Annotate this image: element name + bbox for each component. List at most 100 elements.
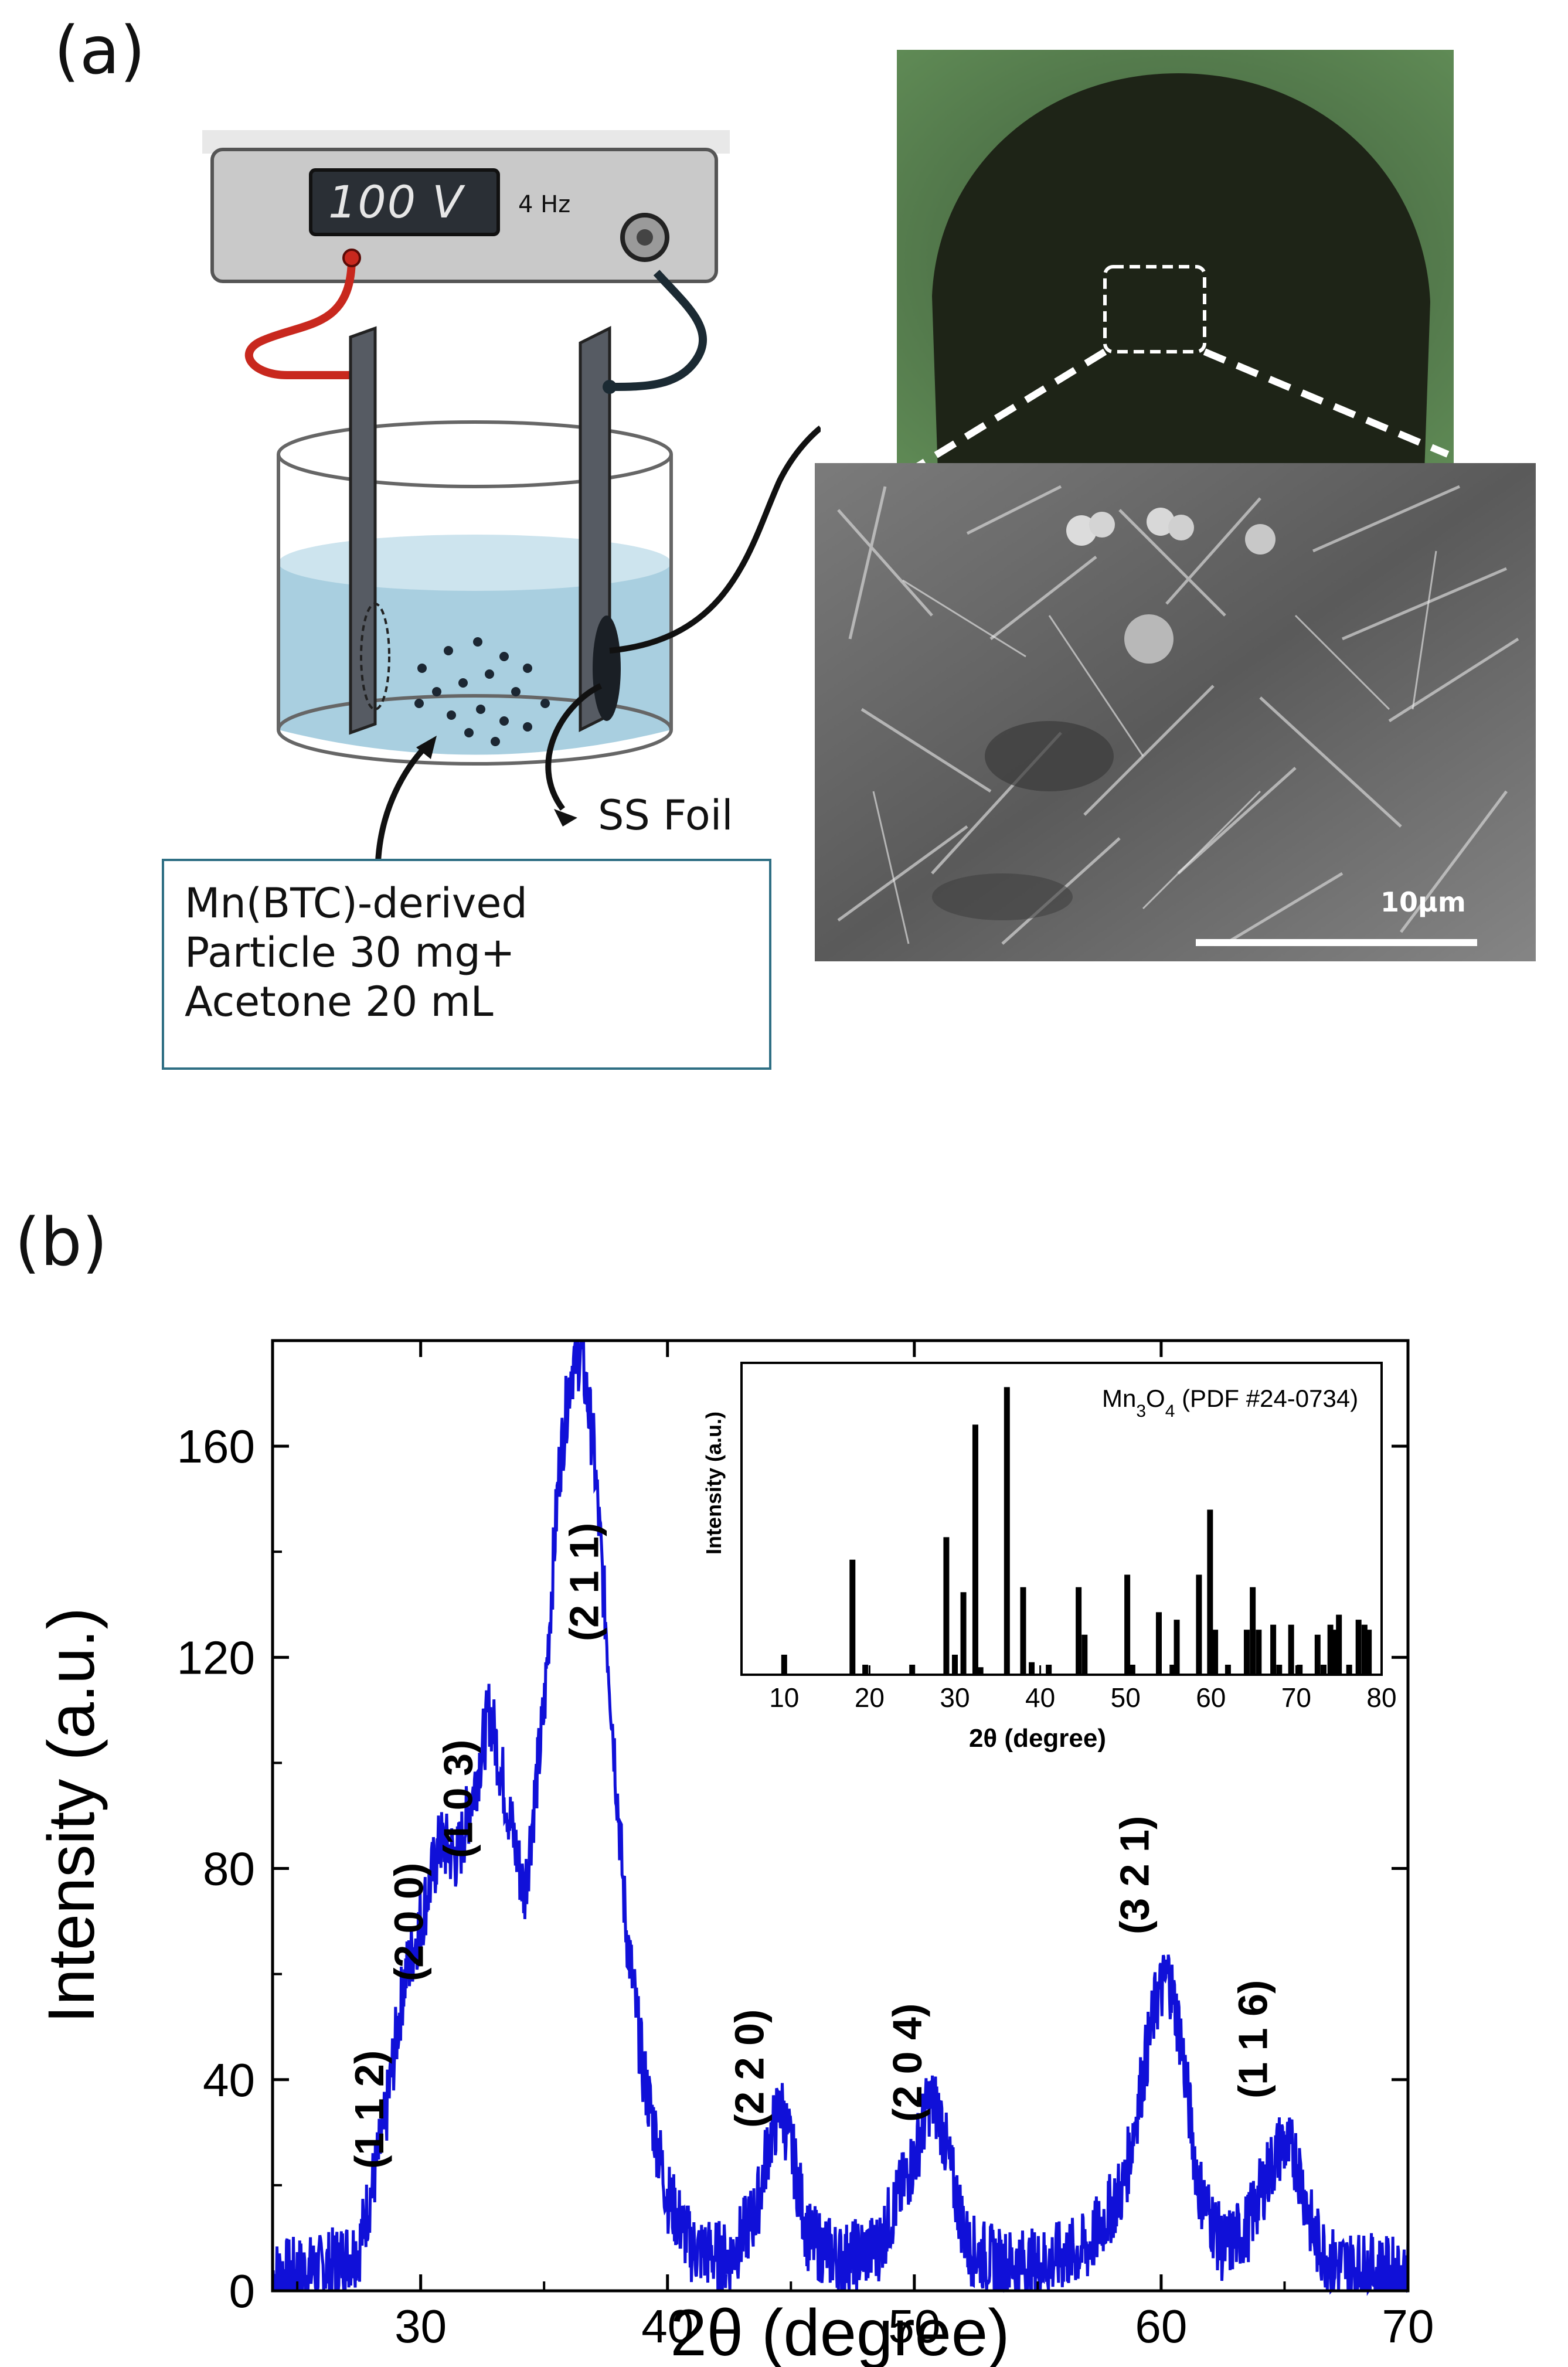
x-tick-label: 60	[1135, 2300, 1187, 2352]
red-cable	[244, 257, 356, 379]
inset-bar	[1250, 1587, 1256, 1675]
inset-bar	[1196, 1574, 1202, 1675]
inset-bar	[1225, 1664, 1231, 1675]
sem-scalebar-label: 10μm	[1380, 886, 1466, 918]
inset-x-tick-label: 80	[1366, 1682, 1396, 1713]
inset-bar	[1256, 1630, 1262, 1675]
inset-bar	[1346, 1664, 1352, 1675]
inset-bar	[1320, 1664, 1326, 1675]
inset-bar	[1355, 1620, 1362, 1675]
sem-scalebar	[1196, 939, 1477, 946]
inset-bar	[1124, 1574, 1131, 1675]
panel-a-label: (a)	[54, 13, 146, 89]
peak-label: (2 1 1)	[561, 1523, 607, 1641]
xrd-line	[271, 1339, 1410, 2297]
x-tick-label: 40	[641, 2300, 693, 2352]
inset-bar	[1212, 1630, 1219, 1675]
y-axis-label: Intensity (a.u.)	[35, 1607, 108, 2023]
panel-b-label: (b)	[15, 1205, 108, 1281]
peak-label: (2 0 4)	[885, 2004, 930, 2122]
inset-bar	[1243, 1630, 1250, 1675]
inset-bar	[1076, 1587, 1082, 1675]
inset-bar	[1361, 1624, 1368, 1675]
zoom-region	[1103, 265, 1206, 353]
inset-x-tick-label: 20	[855, 1682, 885, 1713]
peak-label: (1 1 6)	[1230, 1980, 1276, 2099]
x-tick-label: 70	[1382, 2300, 1434, 2352]
inset-bar	[1366, 1630, 1372, 1675]
inset-bar	[1288, 1624, 1294, 1675]
y-tick-label: 40	[203, 2054, 255, 2106]
inset-bar	[960, 1592, 967, 1675]
inset-x-tick-label: 30	[940, 1682, 970, 1713]
deposit-spot	[593, 615, 621, 721]
legend-line-3: Acetone 20 mL	[185, 978, 494, 1026]
inset-bar	[1270, 1624, 1277, 1675]
inset-bar	[781, 1654, 787, 1675]
inset-bar	[1327, 1624, 1334, 1675]
legend-line-2: Particle 30 mg+	[185, 929, 515, 977]
inset-bar	[1155, 1612, 1162, 1675]
inset-bar	[1297, 1664, 1303, 1675]
arrow-to-foil-label	[545, 683, 603, 811]
foil-photo	[897, 50, 1454, 472]
arrow-to-particles	[375, 742, 430, 862]
inset-bar	[1129, 1664, 1135, 1675]
arrow-to-sem	[609, 426, 821, 654]
inset-frame	[740, 1362, 1383, 1676]
plot-frame	[271, 1339, 1410, 2293]
inset-bar	[977, 1667, 984, 1675]
inset-bar	[1004, 1387, 1010, 1675]
x-tick-label: 50	[888, 2300, 940, 2352]
x-axis-label: 2θ (degree)	[670, 2296, 1009, 2367]
inset-x-tick-label: 10	[769, 1682, 799, 1713]
y-tick-label: 80	[203, 1843, 255, 1895]
inset-x-tick-label: 70	[1281, 1682, 1311, 1713]
particles	[414, 637, 550, 746]
voltage-display	[309, 168, 500, 236]
inset-bar	[952, 1654, 958, 1675]
inset-x-axis-label: 2θ (degree)	[969, 1724, 1106, 1753]
deposition-schematic	[202, 130, 821, 862]
inset-bar	[1314, 1634, 1321, 1675]
inset-bar	[1046, 1664, 1052, 1675]
beaker-rim	[277, 420, 673, 488]
inset-bar	[1207, 1509, 1213, 1675]
legend-line-1: Mn(BTC)-derived	[185, 879, 528, 927]
frequency-readout: 4 Hz	[518, 191, 571, 218]
inset-x-tick-label: 60	[1196, 1682, 1226, 1713]
inset-x-tick-label: 50	[1111, 1682, 1141, 1713]
left-electrode	[349, 326, 377, 735]
inset-bar	[1029, 1662, 1035, 1675]
beaker-bottom	[277, 694, 673, 766]
inset-bar	[1020, 1587, 1026, 1675]
inset-bar	[1174, 1620, 1180, 1675]
inset-bar	[1276, 1664, 1283, 1675]
peak-label: (2 2 0)	[726, 2009, 772, 2128]
inset-bar	[862, 1664, 869, 1675]
inset-bar	[1169, 1664, 1176, 1675]
x-tick-label: 30	[394, 2300, 447, 2352]
inset-bar	[1331, 1630, 1337, 1675]
peak-label: (1 1 2)	[346, 2050, 392, 2169]
foil-label: SS Foil	[598, 791, 733, 839]
inset-y-axis-label: Intensity (a.u.)	[702, 1412, 726, 1555]
inset-bar	[909, 1664, 916, 1675]
peak-label: (1 0 3)	[436, 1740, 481, 1858]
inset-x-tick-label: 40	[1025, 1682, 1055, 1713]
y-tick-label: 0	[229, 2265, 256, 2317]
y-tick-label: 120	[177, 1631, 255, 1684]
dark-cable	[609, 270, 708, 391]
sem-image	[815, 463, 1536, 961]
coated-disc	[932, 73, 1430, 472]
inset-bar	[1336, 1614, 1342, 1675]
voltage-readout: 100 V	[328, 176, 464, 228]
inset-bar	[849, 1559, 856, 1675]
peak-label: (3 2 1)	[1111, 1816, 1157, 1934]
peak-label: (2 0 0)	[386, 1863, 431, 1981]
inset-bar	[1081, 1634, 1088, 1675]
solution-legend: Mn(BTC)-derived Particle 30 mg+ Acetone …	[162, 859, 771, 1070]
inset-bar	[972, 1424, 978, 1675]
inset-bar	[943, 1537, 950, 1675]
